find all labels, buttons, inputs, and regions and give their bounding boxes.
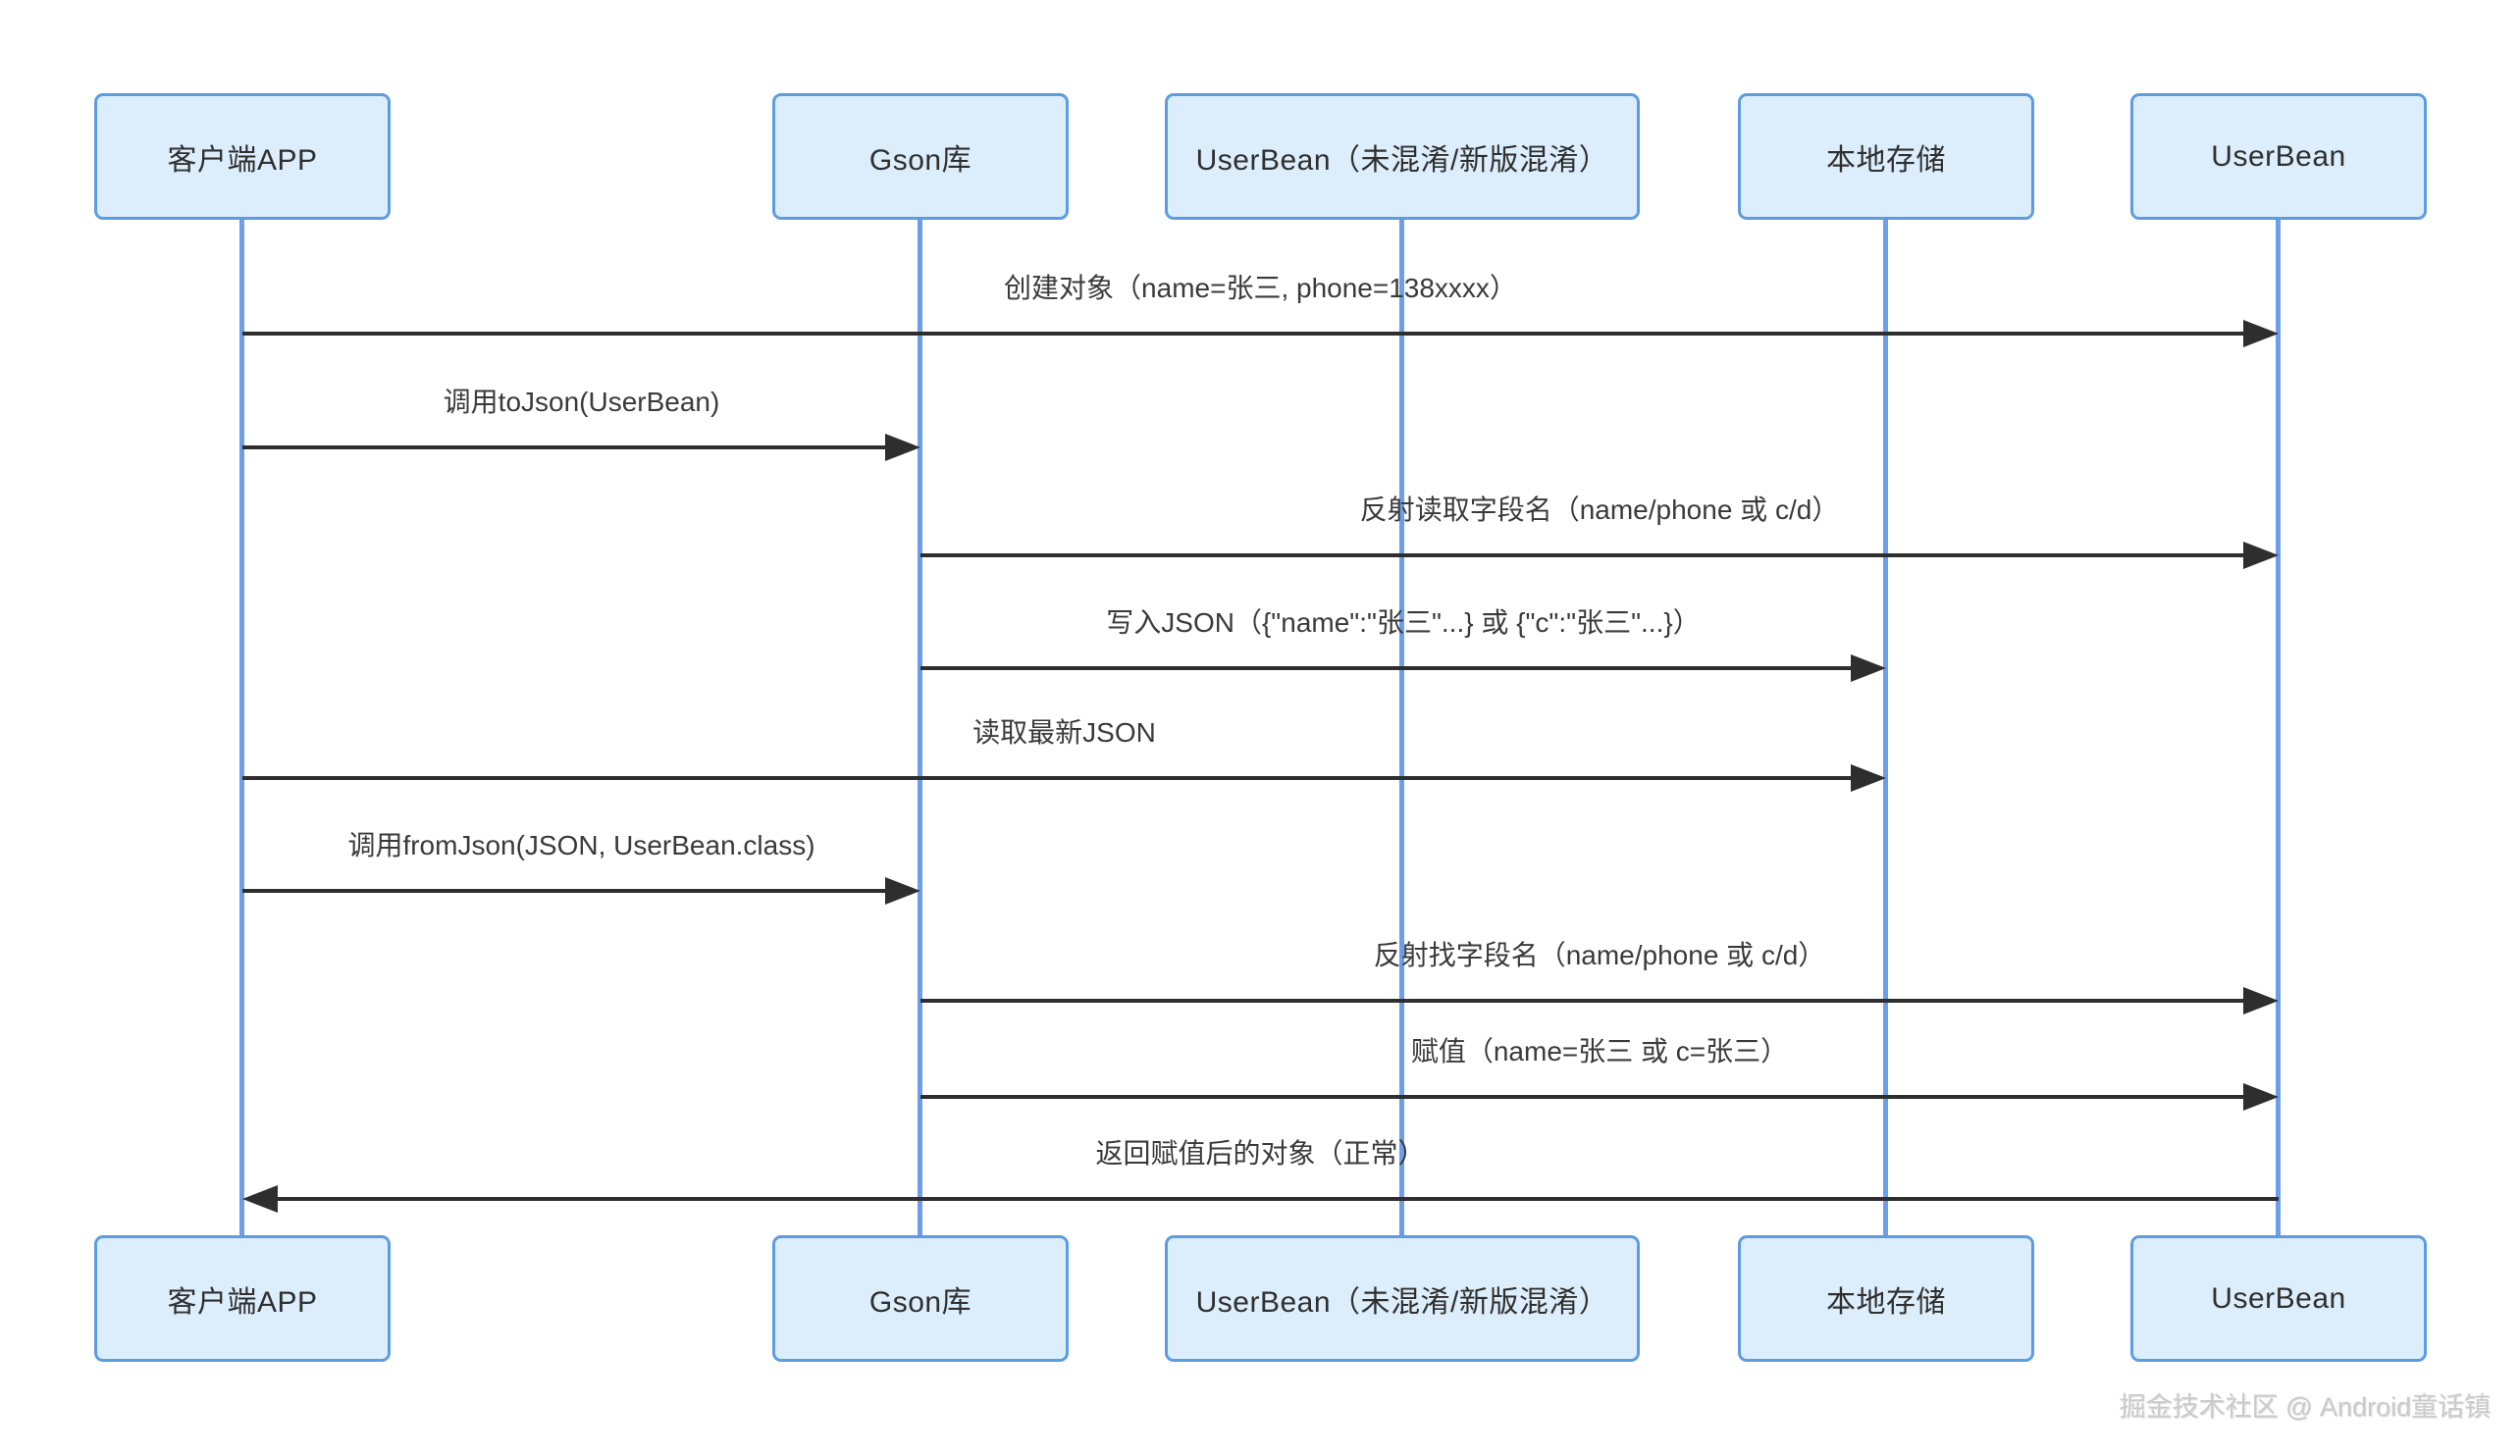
lifeline-client: [239, 220, 244, 1235]
actor-label: UserBean: [2211, 1281, 2346, 1315]
actor-label: Gson库: [868, 1285, 972, 1319]
actor-box-top-userbean_mix: UserBean（未混淆/新版混淆）: [1165, 93, 1640, 220]
message-arrow-line: [920, 999, 2271, 1003]
message-arrow-line: [242, 776, 1878, 780]
actor-label: 客户端APP: [167, 1285, 318, 1319]
message-arrowhead: [1851, 764, 1886, 792]
lifeline-storage: [1883, 220, 1888, 1235]
message-label: 写入JSON（{"name":"张三"...} 或 {"c":"张三"...}）: [1106, 607, 1701, 638]
actor-label: 本地存储: [1826, 143, 1946, 177]
message-arrow-line: [242, 332, 2271, 336]
message-arrow-line: [920, 666, 1878, 670]
message-arrow-line: [920, 1095, 2271, 1099]
message-arrow-line: [242, 445, 913, 449]
actor-box-bottom-userbean: UserBean: [2130, 1235, 2427, 1362]
message-arrowhead: [2243, 320, 2279, 347]
actor-label: 客户端APP: [167, 143, 318, 177]
message-arrow-line: [242, 889, 913, 893]
actor-box-top-storage: 本地存储: [1738, 93, 2034, 220]
actor-box-top-client: 客户端APP: [94, 93, 391, 220]
message-label: 反射找字段名（name/phone 或 c/d）: [1373, 940, 1826, 970]
actor-box-top-userbean: UserBean: [2130, 93, 2427, 220]
message-arrow-line: [250, 1197, 2279, 1201]
message-arrowhead: [885, 877, 920, 905]
watermark-text: 掘金技术社区 @ Android童话镇: [2119, 1392, 2491, 1422]
message-label: 创建对象（name=张三, phone=138xxxx）: [1004, 273, 1517, 303]
actor-label: Gson库: [868, 143, 972, 177]
actor-box-bottom-storage: 本地存储: [1738, 1235, 2034, 1362]
message-label: 反射读取字段名（name/phone 或 c/d）: [1359, 494, 1840, 525]
message-arrowhead: [2243, 542, 2279, 569]
message-label: 读取最新JSON: [972, 717, 1156, 748]
actor-box-bottom-userbean_mix: UserBean（未混淆/新版混淆）: [1165, 1235, 1640, 1362]
message-label: 返回赋值后的对象（正常）: [1095, 1138, 1426, 1169]
message-arrowhead: [885, 434, 920, 461]
actor-label: 本地存储: [1826, 1285, 1946, 1319]
message-arrow-line: [920, 553, 2271, 557]
actor-label: UserBean: [2211, 139, 2346, 173]
actor-box-bottom-client: 客户端APP: [94, 1235, 391, 1362]
actor-label: UserBean（未混淆/新版混淆）: [1195, 143, 1609, 177]
lifeline-userbean: [2276, 220, 2281, 1235]
message-label: 赋值（name=张三 或 c=张三）: [1410, 1036, 1789, 1066]
message-arrowhead: [1851, 654, 1886, 682]
message-label: 调用fromJson(JSON, UserBean.class): [347, 830, 815, 860]
message-arrowhead: [242, 1185, 278, 1213]
message-arrowhead: [2243, 1083, 2279, 1111]
actor-box-bottom-gson: Gson库: [772, 1235, 1069, 1362]
lifeline-userbean_mix: [1399, 220, 1404, 1235]
message-arrowhead: [2243, 987, 2279, 1014]
actor-label: UserBean（未混淆/新版混淆）: [1195, 1285, 1609, 1319]
lifeline-gson: [918, 220, 922, 1235]
actor-box-top-gson: Gson库: [772, 93, 1069, 220]
message-label: 调用toJson(UserBean): [443, 387, 720, 417]
